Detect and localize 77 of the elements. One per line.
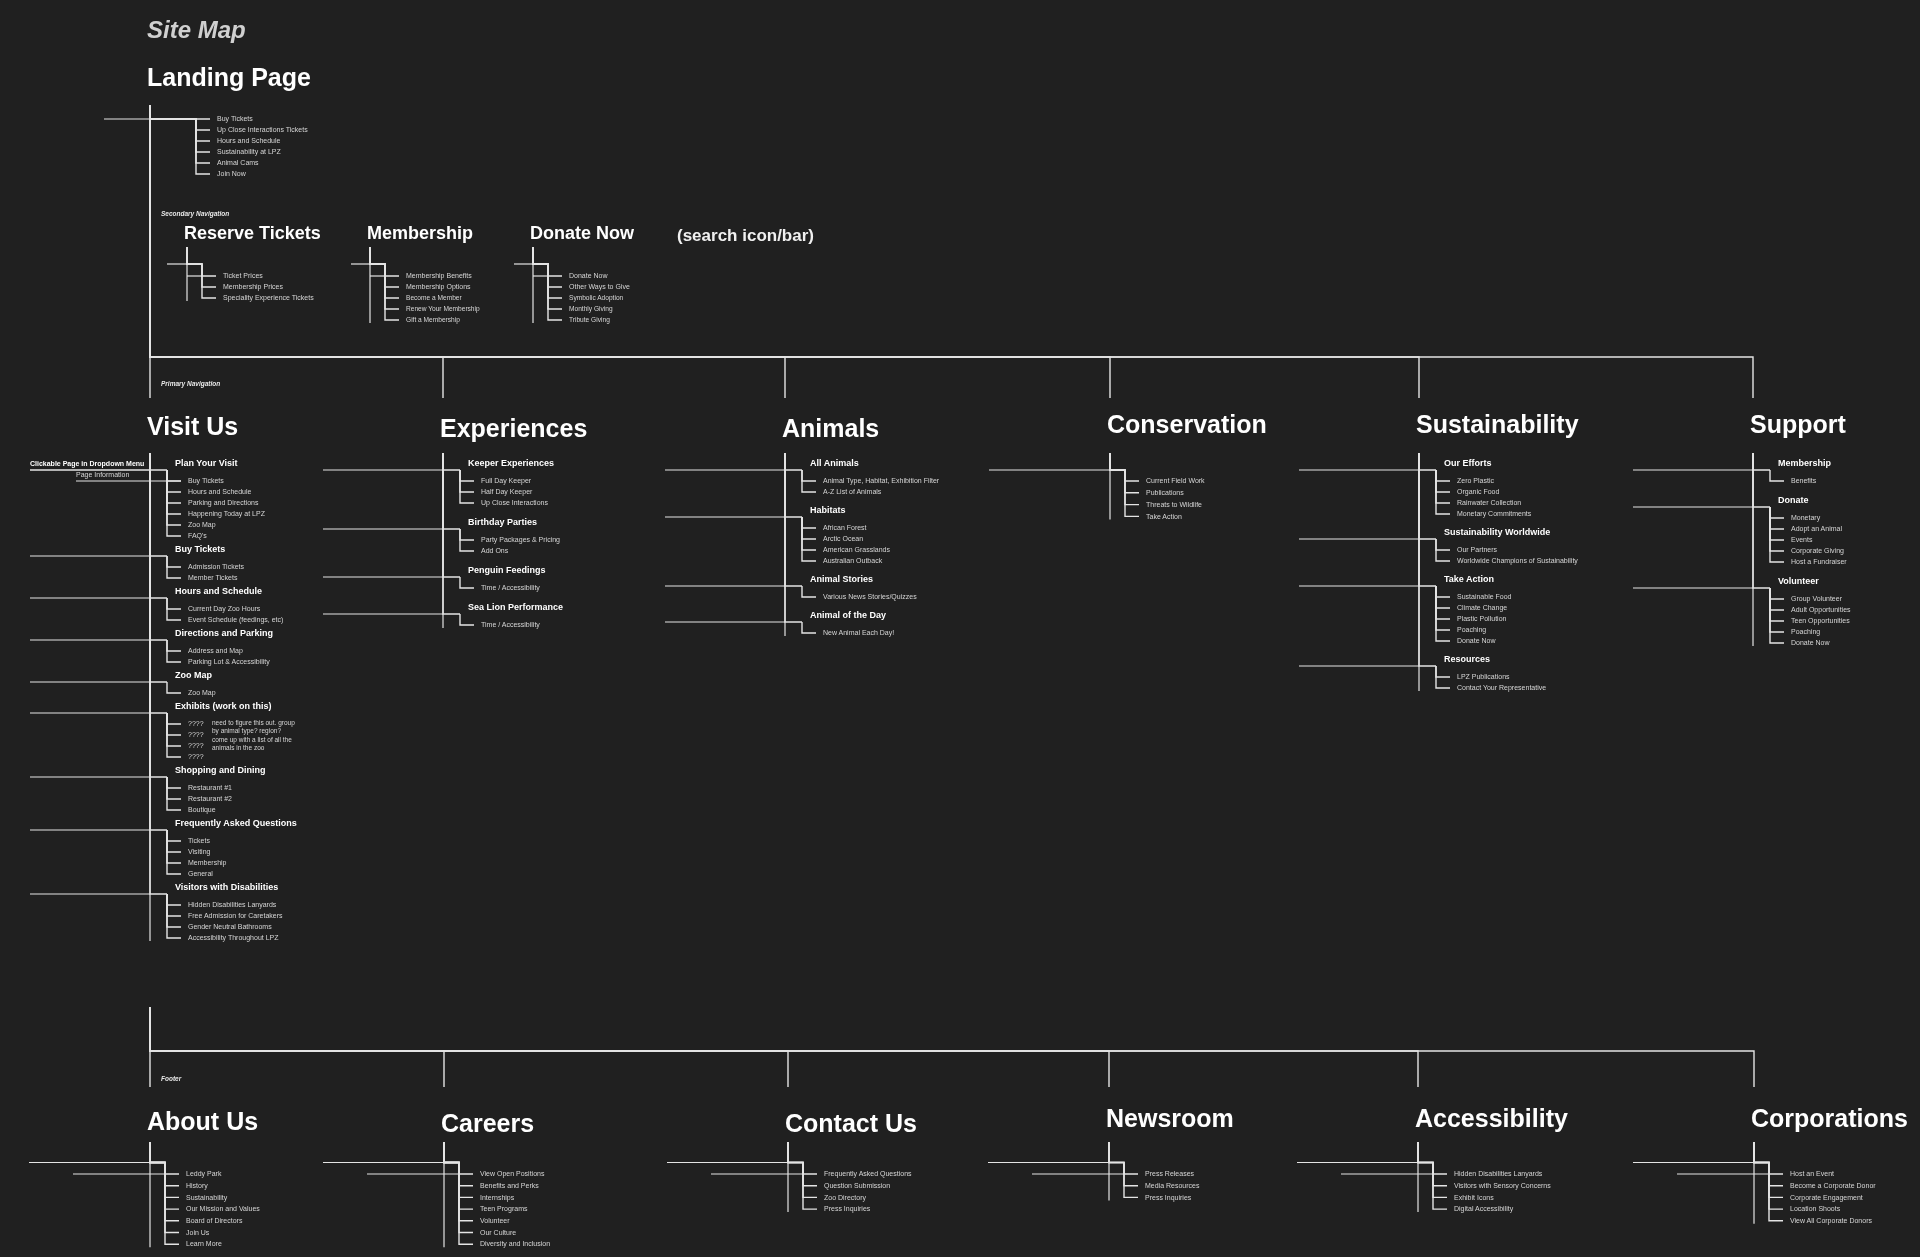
tree-connector <box>166 597 182 621</box>
tree-connector <box>1435 538 1451 562</box>
subsection-heading: Keeper Experiences <box>460 458 555 470</box>
section-heading: Visit Us <box>147 398 239 453</box>
subsection-heading: Animal of the Day <box>802 610 886 622</box>
tree-connector <box>801 516 817 562</box>
tree-connector <box>459 528 475 552</box>
tree-connector <box>1418 452 1437 667</box>
tree-connector <box>1769 506 1785 563</box>
subsection-heading: Resources <box>1436 654 1491 666</box>
subsection-heading: Volunteer <box>1770 576 1819 588</box>
tree-connector <box>149 104 1754 399</box>
tree-connector <box>1435 469 1451 515</box>
tree-connector <box>149 1006 1755 1088</box>
section-heading: Experiences <box>440 398 588 453</box>
tree-connector <box>442 452 461 615</box>
tree-connector <box>186 246 217 299</box>
tree-connector <box>1417 1141 1448 1210</box>
tree-connector <box>166 712 182 758</box>
subsection-heading: Zoo Map <box>167 670 212 682</box>
subsection-heading: All Animals <box>802 458 859 470</box>
subsection-heading: Directions and Parking <box>167 628 274 640</box>
tree-connector <box>784 452 803 623</box>
section-heading: Contact Us <box>785 1087 917 1142</box>
section-heading: Sustainability <box>1416 398 1579 453</box>
tree-connector <box>1769 587 1785 644</box>
tree-connector <box>166 776 182 811</box>
tree-connector <box>166 639 182 663</box>
tree-connector <box>459 576 475 589</box>
page-heading: Membership <box>367 220 474 247</box>
subsection-heading: Buy Tickets <box>167 544 226 556</box>
subsection-heading: Take Action <box>1436 574 1494 586</box>
subsection-heading: Birthday Parties <box>460 517 538 529</box>
tree-connector <box>1769 469 1785 482</box>
section-heading: Animals <box>782 398 880 453</box>
section-heading: Careers <box>441 1087 535 1142</box>
tree-connector <box>1108 1141 1139 1199</box>
tree-connector <box>801 469 817 493</box>
subsection-heading: Sustainability Worldwide <box>1436 527 1551 539</box>
page-heading: Reserve Tickets <box>184 220 321 247</box>
section-heading: Conservation <box>1107 398 1267 453</box>
diagram-title: Site Map <box>147 15 246 45</box>
tree-connector <box>166 555 182 579</box>
search-placeholder-text: (search icon/bar) <box>677 224 814 247</box>
tree-connector <box>787 1141 818 1210</box>
subsection-heading: Hours and Schedule <box>167 586 263 598</box>
section-heading: Accessibility <box>1415 1087 1568 1142</box>
subsection-heading: Animal Stories <box>802 574 874 586</box>
subsection-heading: Penguin Feedings <box>460 565 546 577</box>
subsection-heading: Membership <box>1770 458 1831 470</box>
section-heading: About Us <box>147 1087 259 1142</box>
tree-connector <box>459 469 475 504</box>
tree-connector <box>1435 585 1451 642</box>
section-heading: Corporations <box>1751 1087 1908 1142</box>
subsection-heading: Our Efforts <box>1436 458 1492 470</box>
subsection-heading: Visitors with Disabilities <box>167 882 279 894</box>
section-heading: Newsroom <box>1106 1087 1234 1142</box>
tree-connector <box>459 613 475 626</box>
tree-connector <box>166 469 182 537</box>
subsection-heading: Frequently Asked Questions <box>167 818 297 830</box>
tree-connector <box>801 621 817 634</box>
subsection-heading: Plan Your Visit <box>167 458 238 470</box>
tree-connector <box>166 829 182 875</box>
subsection-heading: Habitats <box>802 505 846 517</box>
tree-connector <box>1752 452 1771 589</box>
subsection-heading: Exhibits (work on this) <box>167 701 272 713</box>
subsection-heading: Shopping and Dining <box>167 765 266 777</box>
section-heading: Support <box>1750 398 1846 453</box>
page-heading: Donate Now <box>530 220 634 247</box>
section-heading: Landing Page <box>147 60 311 105</box>
subsection-heading: Donate <box>1770 495 1809 507</box>
tree-connector <box>801 585 817 598</box>
tree-connector <box>166 681 182 694</box>
tree-connector <box>166 893 182 939</box>
tree-connector <box>1109 452 1140 518</box>
tree-connector <box>1435 665 1451 689</box>
subsection-heading: Sea Lion Performance <box>460 602 564 614</box>
